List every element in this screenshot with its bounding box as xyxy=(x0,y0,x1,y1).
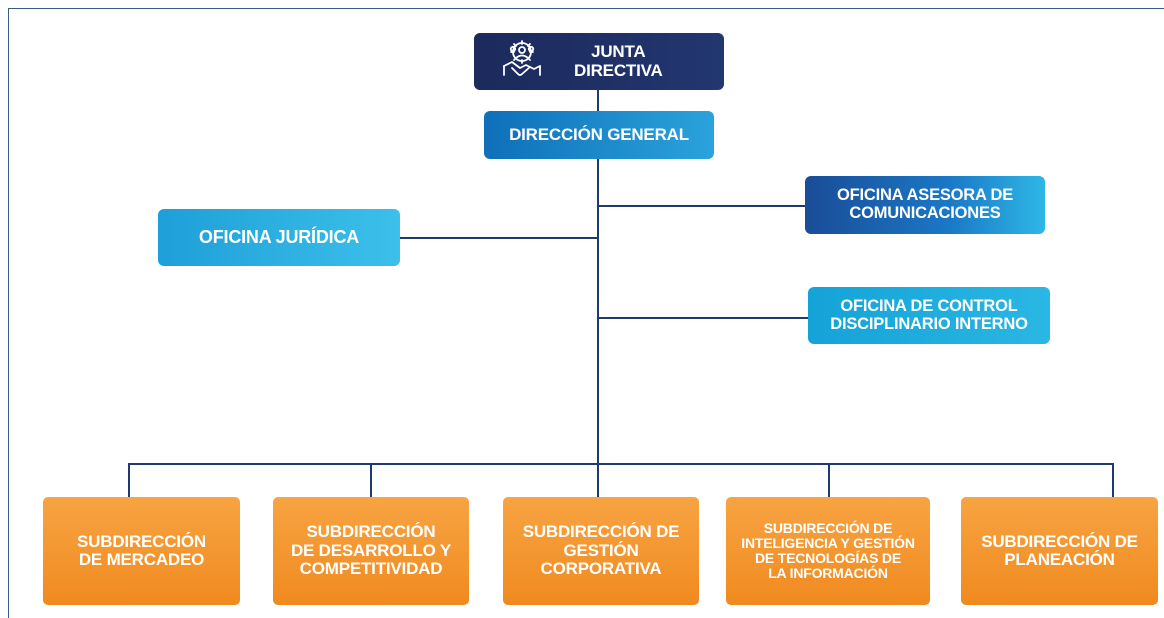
node-subdireccion-desarrollo: SUBDIRECCIÓN DE DESARROLLO Y COMPETITIVI… xyxy=(273,497,469,605)
connector-horizontal-bus xyxy=(128,463,1114,465)
node-oficina-control-label: OFICINA DE CONTROL DISCIPLINARIO INTERNO xyxy=(830,296,1028,333)
connector-sub-1 xyxy=(128,463,130,499)
node-subdireccion-desarrollo-label: SUBDIRECCIÓN DE DESARROLLO Y COMPETITIVI… xyxy=(290,522,452,579)
node-subdireccion-planeacion-label: SUBDIRECCIÓN DE PLANEACIÓN xyxy=(981,531,1138,569)
connector-sub-3 xyxy=(597,463,599,499)
node-junta-directiva-label: JUNTA DIRECTIVA xyxy=(574,42,663,80)
connector-sub-5 xyxy=(1112,463,1114,499)
node-oficina-juridica: OFICINA JURÍDICA xyxy=(158,209,400,266)
node-junta-directiva: JUNTA DIRECTIVA xyxy=(474,33,724,90)
connector-main-trunk xyxy=(597,158,599,464)
connector-juridica xyxy=(398,237,599,239)
connector-board-to-general xyxy=(597,90,599,112)
node-oficina-comunicaciones-label: OFICINA ASESORA DE COMUNICACIONES xyxy=(836,186,1014,222)
node-direccion-general: DIRECCIÓN GENERAL xyxy=(484,111,714,159)
node-subdireccion-gestion-corporativa: SUBDIRECCIÓN DE GESTIÓN CORPORATIVA xyxy=(503,497,699,605)
node-oficina-comunicaciones: OFICINA ASESORA DE COMUNICACIONES xyxy=(805,176,1045,234)
node-subdireccion-gestion-corporativa-label: SUBDIRECCIÓN DE GESTIÓN CORPORATIVA xyxy=(522,522,680,579)
node-direccion-general-label: DIRECCIÓN GENERAL xyxy=(509,124,689,144)
node-subdireccion-inteligencia-label: SUBDIRECCIÓN DE INTELIGENCIA Y GESTIÓN D… xyxy=(741,519,915,582)
node-subdireccion-planeacion: SUBDIRECCIÓN DE PLANEACIÓN xyxy=(961,497,1158,605)
diagram-frame xyxy=(8,8,1164,618)
connector-control xyxy=(597,317,810,319)
node-subdireccion-mercadeo-label: SUBDIRECCIÓN DE MERCADEO xyxy=(77,531,206,569)
team-handshake-gear-icon xyxy=(500,38,544,82)
connector-comunicaciones xyxy=(597,205,807,207)
node-subdireccion-inteligencia: SUBDIRECCIÓN DE INTELIGENCIA Y GESTIÓN D… xyxy=(726,497,930,605)
connector-sub-4 xyxy=(828,463,830,499)
node-subdireccion-mercadeo: SUBDIRECCIÓN DE MERCADEO xyxy=(43,497,240,605)
node-oficina-juridica-label: OFICINA JURÍDICA xyxy=(198,226,360,247)
connector-sub-2 xyxy=(370,463,372,499)
node-oficina-control: OFICINA DE CONTROL DISCIPLINARIO INTERNO xyxy=(808,287,1050,344)
